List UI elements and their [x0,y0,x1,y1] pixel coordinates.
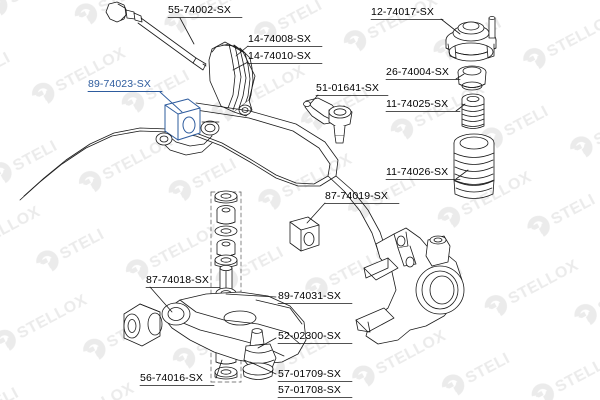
part-label-control-arm-bolt-lower[interactable]: 57-01708-SX [278,384,341,396]
part-label-control-arm-bolt-upper[interactable]: 57-01709-SX [278,368,341,380]
part-label-stabilizer-link-bushing[interactable]: 87-74019-SX [325,190,388,202]
part-label-stabilizer-bushing[interactable]: 89-74023-SX [88,78,151,90]
part-label-control-arm-washer[interactable]: 56-74016-SX [140,372,203,384]
part-label-outer-tie-rod-end[interactable]: 51-01641-SX [316,82,379,94]
part-label-dust-boot[interactable]: 11-74026-SX [386,166,449,178]
part-label-inner-tie-rod[interactable]: 55-74002-SX [168,4,231,16]
part-label-control-arm-rear-bushing[interactable]: 89-74031-SX [278,290,341,302]
part-label-control-arm-front-bushing[interactable]: 87-74018-SX [146,274,209,286]
part-label-strut-bearing[interactable]: 26-74004-SX [386,66,449,78]
part-label-rack-boot-clamp[interactable]: 14-74008-SX [248,33,311,45]
part-label-strut-mount[interactable]: 12-74017-SX [371,6,434,18]
part-label-bump-stop[interactable]: 11-74025-SX [386,98,449,110]
part-label-rack-boot[interactable]: 14-74010-SX [248,50,311,62]
part-label-ball-joint-boot[interactable]: 52-02300-SX [278,330,341,342]
